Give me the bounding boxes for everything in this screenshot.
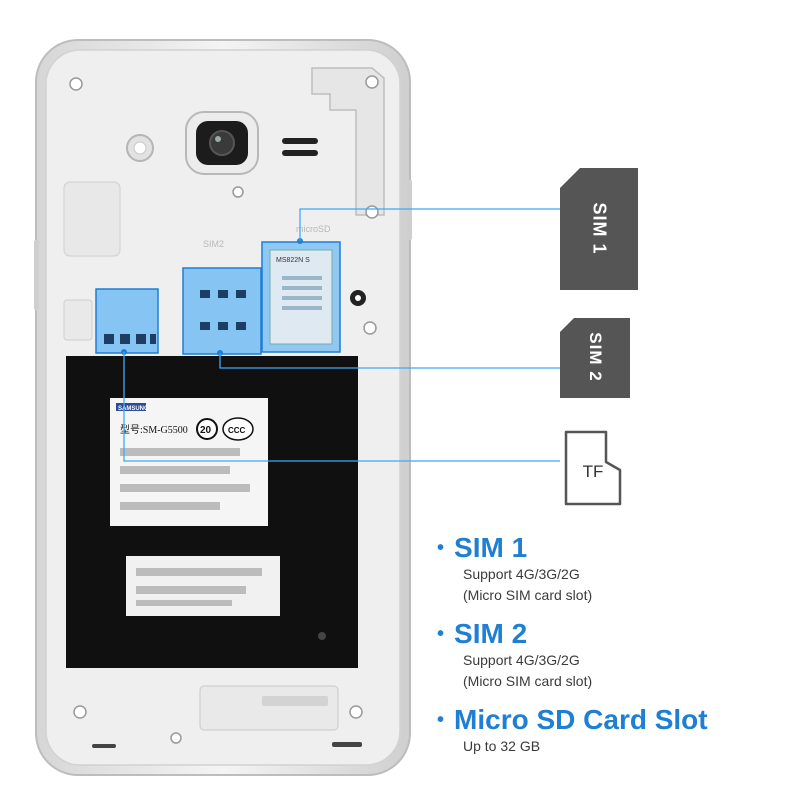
tf-card-label: TF — [582, 462, 604, 481]
feature-title: SIM 1 — [454, 532, 528, 563]
feature-title: SIM 2 — [454, 618, 528, 649]
ccc-mark-text: CCC — [228, 426, 246, 435]
screw — [170, 732, 182, 744]
feature-line: Support 4G/3G/2G — [463, 652, 580, 668]
microsd-contacts — [282, 276, 322, 310]
bullet-icon: • — [437, 537, 445, 559]
bottom-slot — [92, 744, 116, 748]
sim1-contacts — [104, 334, 156, 344]
screw — [232, 186, 244, 198]
sim2-slot-highlight — [182, 267, 262, 355]
antenna-bracket — [311, 67, 385, 216]
antenna-area — [63, 181, 121, 257]
slot-code: MS822N S — [276, 257, 310, 264]
tf-card-icon — [564, 430, 622, 506]
microsd-engraving: microSD — [296, 224, 331, 234]
model-text: 型号:SM-G5500 — [120, 423, 188, 436]
brand-logo-text: SAMSUNG — [118, 406, 149, 412]
speaker-grille — [282, 150, 318, 156]
screw — [365, 75, 379, 89]
volume-button — [34, 240, 39, 310]
flash-lens — [133, 141, 147, 155]
camera-icon — [209, 130, 235, 156]
screw — [349, 705, 363, 719]
sim2-engraving: SIM2 — [203, 239, 224, 249]
feature-microsd: • Micro SD Card Slot Up to 32 GB — [437, 704, 708, 757]
sim2-card-label: SIM 2 — [586, 332, 605, 382]
feature-line: (Micro SIM card slot) — [463, 587, 593, 603]
feature-line: Up to 32 GB — [463, 738, 541, 754]
badge-20-icon — [196, 418, 218, 440]
callout-lines — [123, 208, 560, 462]
feature-line: Support 4G/3G/2G — [463, 566, 580, 582]
speaker-grille — [282, 138, 318, 144]
screw — [363, 321, 377, 335]
feature-sim1: • SIM 1 Support 4G/3G/2G (Micro SIM card… — [437, 532, 592, 606]
sim2-card-icon — [560, 318, 630, 398]
bottom-connector — [262, 696, 328, 706]
contact-pad — [63, 299, 93, 341]
brand-logo-box — [116, 403, 146, 411]
battery-dot — [318, 632, 326, 640]
badge-20-text: 20 — [200, 425, 212, 436]
bullet-icon: • — [437, 623, 445, 645]
sim2-contacts — [200, 290, 246, 330]
sim1-card-label: SIM 1 — [589, 202, 610, 255]
side-button — [406, 180, 412, 240]
screw — [69, 77, 83, 91]
bottom-bracket — [199, 685, 339, 731]
feature-sim2: • SIM 2 Support 4G/3G/2G (Micro SIM card… — [437, 618, 592, 692]
screw — [365, 205, 379, 219]
screw — [73, 705, 87, 719]
camera-glint — [215, 136, 221, 142]
feature-line: (Micro SIM card slot) — [463, 673, 593, 689]
ccc-mark-icon — [222, 417, 254, 441]
sim1-card-icon — [560, 168, 638, 290]
bottom-slot — [332, 742, 362, 747]
feature-title: Micro SD Card Slot — [454, 704, 708, 735]
blurred-text — [120, 448, 262, 606]
bullet-icon: • — [437, 709, 445, 731]
